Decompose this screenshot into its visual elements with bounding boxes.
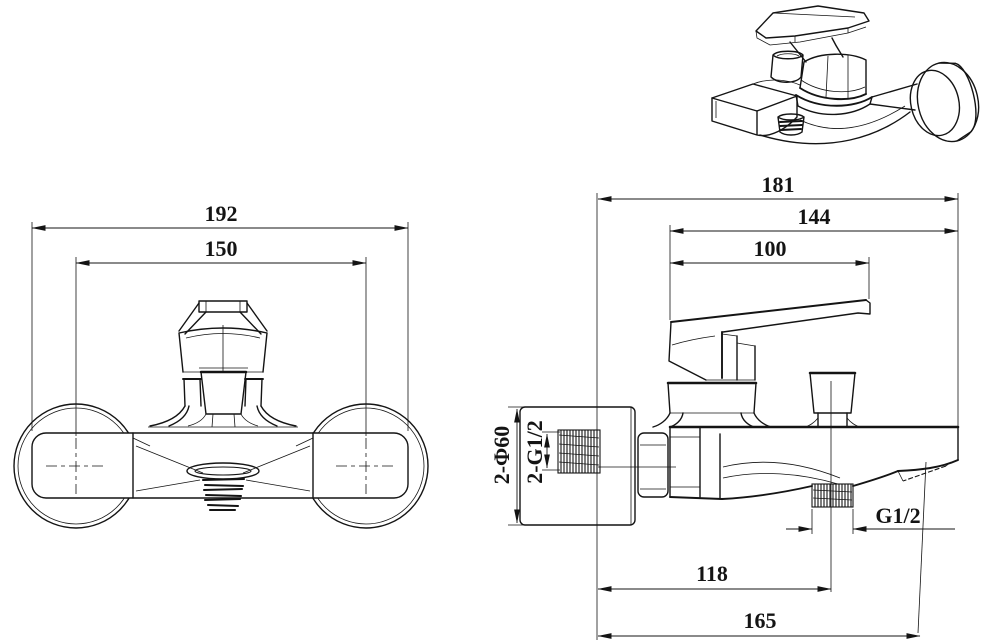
dim-label-2-phi60: 2-Φ60 [489,426,514,485]
dim-outlet-thread: G1/2 [786,503,955,534]
handle-side [652,299,871,428]
dim-label-165: 165 [744,608,777,633]
diverter-knob-3d [770,50,804,83]
dim-handle-depth: 100 [669,236,870,299]
shower-outlet-thread [811,483,854,508]
side-view: 181 144 100 2-Φ60 2-G1/2 [489,172,960,640]
dim-label-192: 192 [205,201,238,226]
body-front [31,432,409,499]
dim-overall-depth: 181 [597,172,959,427]
inlet-thread [557,429,601,474]
dim-label-118: 118 [696,561,728,586]
connector-nut [637,432,669,498]
dim-escutcheon-diameter: 2-Φ60 [489,406,527,526]
dim-body-depth: 144 [669,204,959,320]
dim-inlet-thread: 2-G1/2 [522,420,560,484]
left-center-mark [46,438,106,494]
wall-flange-3d [909,61,980,143]
spout-3d [711,83,798,112]
body-side [668,425,960,500]
dim-label-2-g12: 2-G1/2 [522,420,547,484]
dim-spout-reach: 165 [597,461,927,639]
dim-mount-spacing: 150 [75,236,367,436]
dim-label-181: 181 [762,172,795,197]
front-view: 192 150 [13,201,429,529]
tub-outlet-front [186,462,260,512]
shower-outlet-3d [777,113,805,136]
dim-label-100: 100 [754,236,787,261]
handle-front [148,300,298,428]
dim-label-144: 144 [798,204,831,229]
diverter-knob-side [805,371,860,428]
dim-label-g12: G1/2 [875,503,920,528]
perspective-view [711,5,980,145]
lever-3d [755,5,870,39]
cartridge-3d [799,53,867,95]
dim-outlet-offset: 118 [597,561,832,592]
dim-overall-width: 192 [31,201,409,431]
right-center-mark [336,438,396,494]
dim-label-150: 150 [205,236,238,261]
escutcheon-side [519,406,636,526]
